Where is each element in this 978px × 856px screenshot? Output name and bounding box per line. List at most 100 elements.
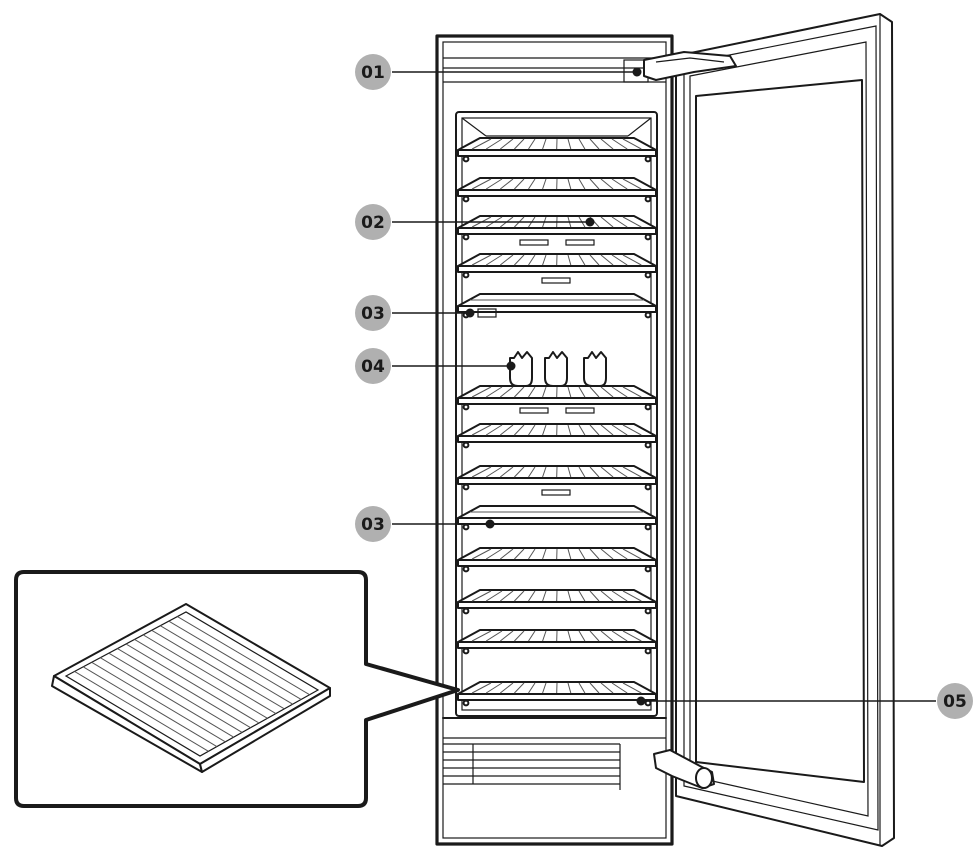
inset-slat <box>74 670 209 752</box>
shelf-slat <box>611 590 628 602</box>
shelf-clip <box>462 271 470 279</box>
callout-badge-05: 05 <box>937 683 973 719</box>
shelf-slat <box>471 138 492 150</box>
inset-slat <box>160 625 293 705</box>
shelf-clip <box>644 483 652 491</box>
shelf-slat <box>542 590 547 602</box>
callout-label-05: 05 <box>943 692 967 712</box>
cabinet-body <box>435 34 674 846</box>
shelf-slat <box>542 548 547 560</box>
shelf-slat <box>600 138 614 150</box>
callout-label-01: 01 <box>361 63 385 83</box>
shelf-front-rail <box>457 693 657 701</box>
shelf-slat <box>589 590 600 602</box>
shelf-front-rail <box>457 189 657 197</box>
shelf-label-plate <box>541 277 571 284</box>
shelf-slat <box>567 254 572 266</box>
shelf-slat <box>567 590 572 602</box>
shelf-clip <box>462 565 470 573</box>
inset-slat <box>151 629 285 710</box>
shelf-slat <box>485 466 503 478</box>
shelf-slat <box>611 216 628 228</box>
shelf-slat <box>471 590 492 602</box>
shelf-slat <box>567 424 572 436</box>
shelf-slat <box>622 254 642 266</box>
shelf-front-rail <box>457 149 657 157</box>
shelf-slat <box>589 138 600 150</box>
shelf-label-plate <box>541 489 571 496</box>
shelf-slat <box>485 178 503 190</box>
shelf-slat <box>471 178 492 190</box>
shelf-slat <box>528 630 536 642</box>
shelf-front-rail <box>457 641 657 649</box>
shelf-front-rail <box>457 477 657 485</box>
shelf-slat <box>471 466 492 478</box>
shelf-slat <box>589 682 600 694</box>
shelf-clip <box>644 403 652 411</box>
shelf-slat <box>567 386 572 398</box>
shelf-slat <box>485 630 503 642</box>
shelf-slat <box>600 178 614 190</box>
shelf-clip <box>644 233 652 241</box>
shelf-slat <box>622 424 642 436</box>
shelf-clip <box>462 647 470 655</box>
shelf-slat <box>578 254 586 266</box>
shelf-slat <box>578 630 586 642</box>
shelf-slat <box>528 682 536 694</box>
shelf-front-rail <box>457 517 657 525</box>
shelf-slat <box>471 254 492 266</box>
callout-badge-02: 02 <box>355 204 391 240</box>
shelf-slat <box>589 466 600 478</box>
callout-badge-03-lower: 03 <box>355 506 391 542</box>
shelf-slat <box>528 386 536 398</box>
shelf-slat <box>485 138 503 150</box>
shelf-slat <box>542 254 547 266</box>
shelf-slat <box>611 630 628 642</box>
callout-label-02: 02 <box>361 213 385 233</box>
shelf-clip <box>644 311 652 319</box>
shelf-slat <box>567 548 572 560</box>
shelf-slat <box>589 386 600 398</box>
shelf-label-plate <box>519 239 549 246</box>
shelf-slat <box>542 386 547 398</box>
shelf-clip <box>644 441 652 449</box>
shelf-slat <box>578 178 586 190</box>
shelf-front-rail <box>457 227 657 235</box>
shelf-slat <box>622 630 642 642</box>
shelf-slat <box>611 682 628 694</box>
shelf-slat <box>622 216 642 228</box>
callout-badge-01: 01 <box>355 54 391 90</box>
shelf-slat <box>514 548 525 560</box>
shelf-slat <box>567 178 572 190</box>
shelf-slat <box>499 682 514 694</box>
shelf-slat <box>499 630 514 642</box>
shelf-slat <box>528 254 536 266</box>
cabinet-door <box>675 13 895 847</box>
shelf-clip <box>644 607 652 615</box>
shelf-slat <box>611 254 628 266</box>
inset-slat <box>82 666 218 748</box>
shelf-clip <box>644 565 652 573</box>
shelf-slat <box>600 590 614 602</box>
shelf-front-rail <box>457 559 657 567</box>
shelf-slat <box>542 682 547 694</box>
shelf-slat <box>567 138 572 150</box>
shelf-slat <box>600 216 614 228</box>
callout-label-03-upper: 03 <box>361 304 385 324</box>
shelf-slat <box>528 178 536 190</box>
shelf-slat <box>600 682 614 694</box>
shelf-slat <box>600 424 614 436</box>
shelf-clip <box>462 699 470 707</box>
shelf-slat <box>600 630 614 642</box>
shelf-front-rail <box>457 305 657 313</box>
shelf-slat <box>567 630 572 642</box>
inset-slat <box>91 661 226 743</box>
shelf-slat <box>514 254 525 266</box>
shelf-slat <box>499 424 514 436</box>
shelf-slat <box>485 424 503 436</box>
shelf-slat <box>471 548 492 560</box>
shelf-detail-slats <box>74 616 310 752</box>
shelf-slat <box>589 630 600 642</box>
inset-slat <box>168 620 302 700</box>
shelf-slat <box>600 254 614 266</box>
